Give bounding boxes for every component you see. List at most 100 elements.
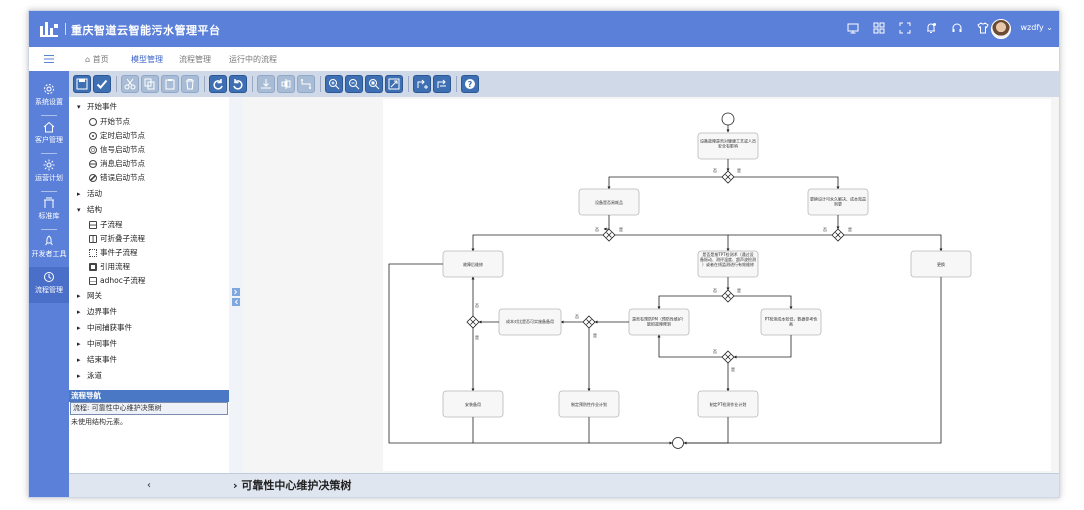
task-pt-low-cost[interactable]: PT检测成本较低，数据参考性高 [760, 308, 822, 336]
nav-item-customer-management[interactable]: 客户管理 [29, 117, 69, 153]
delete-button[interactable] [181, 75, 199, 93]
zoom-out-button[interactable] [345, 75, 363, 93]
nav-item-system-settings[interactable]: 系统设置 [29, 79, 69, 115]
tab-model-management[interactable]: 模型管理 [131, 54, 163, 73]
flow-add-icon [417, 79, 428, 89]
save-button[interactable] [73, 75, 91, 93]
tree-group-boundary-events[interactable]: ▸边界事件 [77, 306, 117, 317]
tree-group-swimlanes[interactable]: ▸泳道 [77, 370, 102, 381]
paste-button[interactable] [161, 75, 179, 93]
align-center-button[interactable] [277, 75, 295, 93]
menu-toggle-button[interactable] [29, 47, 69, 72]
validate-button[interactable] [93, 75, 111, 93]
panel-splitter[interactable] [229, 97, 244, 473]
edge-label-yes: 是 [737, 167, 741, 173]
nav-label: 标准库 [38, 212, 60, 220]
gateway-exclusive[interactable] [721, 170, 735, 184]
task-cost-standby[interactable]: 成本对比是否可实施备备用 [498, 308, 562, 336]
save-icon [76, 78, 88, 90]
tree-item-call-activity[interactable]: 引用流程 [89, 261, 130, 272]
redo-button[interactable] [209, 75, 227, 93]
message-event-icon [89, 159, 97, 168]
palette-tree: ▾开始事件 开始节点 定时启动节点 信号启动节点 消息启动节点 错误启动节点 ▸… [69, 97, 230, 390]
process-navigator-current[interactable]: 流程: 可靠性中心维护决策树 [70, 402, 228, 415]
nav-item-developer-tools[interactable]: 开发者工具 [29, 231, 69, 267]
tab-label: 运行中的流程 [229, 55, 277, 64]
edge-label-no: 否 [595, 227, 599, 232]
tree-group-label: 结束事件 [87, 355, 117, 364]
tab-running-processes[interactable]: 运行中的流程 [229, 54, 277, 65]
task-install-standby[interactable]: 安装备用 [442, 390, 504, 418]
gateway-exclusive[interactable] [582, 315, 596, 329]
nav-item-operation-plan[interactable]: 运营计划 [29, 155, 69, 191]
task-safety-impact[interactable]: 设备故障是否对健康工艺或人员安全有影响 [697, 132, 759, 160]
expand-collapse-icon[interactable] [231, 287, 241, 307]
task-replace[interactable]: 更换 [910, 250, 972, 278]
tree-item-timer-start[interactable]: 定时启动节点 [89, 130, 145, 141]
task-consumable[interactable]: 设备是否易耗品 [578, 188, 640, 216]
collapse-palette-button[interactable]: ‹ [69, 473, 229, 497]
tree-item-signal-start[interactable]: 信号启动节点 [89, 144, 145, 155]
start-event[interactable] [721, 112, 735, 126]
tree-item-event-subprocess[interactable]: 事件子流程 [89, 247, 138, 258]
bpmn-diagram[interactable]: 设备故障是否对健康工艺或人员安全有影响 否 是 设备是否易耗品 更换设计可永久解… [383, 99, 1051, 471]
cut-button[interactable] [121, 75, 139, 93]
grid-icon[interactable] [873, 22, 885, 34]
tree-group-start-events[interactable]: ▾开始事件 [77, 101, 117, 112]
tree-item-start-node[interactable]: 开始节点 [89, 116, 130, 127]
flow-swap-button[interactable] [433, 75, 451, 93]
tree-item-adhoc-subprocess[interactable]: adhoc子流程 [89, 275, 145, 286]
task-label: 安装备用 [465, 401, 481, 407]
task-label: 更换设计可永久解决、成本效益则更 [810, 196, 866, 207]
zoom-in-button[interactable] [325, 75, 343, 93]
task-repair-after-failure[interactable]: 故障后维修 [442, 250, 504, 278]
tab-process-management[interactable]: 流程管理 [179, 54, 211, 65]
tree-group-activities[interactable]: ▸活动 [77, 188, 102, 199]
chevron-down-icon: ⌄ [1046, 23, 1053, 32]
zoom-actual-button[interactable] [385, 75, 403, 93]
tree-item-collapsible-subprocess[interactable]: 可折叠子流程 [89, 233, 145, 244]
task-preventive-maintenance[interactable]: 是否有预防PM（预防性维护）能把故障降到 [628, 308, 690, 336]
tree-item-subprocess[interactable]: 子流程 [89, 219, 123, 230]
gateway-exclusive[interactable] [721, 350, 735, 364]
zoom-out-icon [349, 79, 360, 90]
task-condition-monitoring[interactable]: 是否是按TPT检测术（通过设备振动、测评温度、超声波检测）或者在线监测进行有效维… [697, 250, 759, 278]
caret-right-icon: ▸ [77, 371, 81, 380]
avatar[interactable] [991, 19, 1011, 39]
zoom-fit-button[interactable] [365, 75, 383, 93]
tree-item-label: adhoc子流程 [100, 276, 146, 285]
tab-home[interactable]: ⌂ 首页 [85, 54, 109, 65]
diagram-canvas[interactable]: 设备故障是否对健康工艺或人员安全有影响 否 是 设备是否易耗品 更换设计可永久解… [243, 97, 1059, 473]
end-event[interactable] [672, 437, 684, 449]
tab-label: 首页 [92, 55, 109, 64]
monitor-icon[interactable] [847, 22, 859, 34]
tree-item-message-start[interactable]: 消息启动节点 [89, 158, 145, 169]
gateway-exclusive[interactable] [721, 289, 735, 303]
fullscreen-icon[interactable] [899, 22, 911, 34]
tree-item-error-start[interactable]: 错误启动节点 [89, 172, 145, 183]
undo-button[interactable] [229, 75, 247, 93]
bell-icon[interactable] [925, 22, 937, 34]
gateway-exclusive[interactable] [602, 228, 616, 242]
gateway-exclusive[interactable] [466, 315, 480, 329]
nav-item-standard-library[interactable]: 标准库 [29, 193, 69, 229]
align-bottom-button[interactable] [257, 75, 275, 93]
help-button[interactable]: ? [461, 75, 479, 93]
gateway-exclusive[interactable] [831, 228, 845, 242]
route-button[interactable] [297, 75, 315, 93]
tree-group-structure[interactable]: ▾结构 [77, 204, 102, 215]
task-preventive-plan[interactable]: 制定预防性作业计划 [558, 390, 620, 418]
tree-group-end-events[interactable]: ▸结束事件 [77, 354, 117, 365]
copy-button[interactable] [141, 75, 159, 93]
task-redesign[interactable]: 更换设计可永久解决、成本效益则更 [807, 188, 869, 216]
nav-item-process-management[interactable]: 流程管理 [29, 267, 69, 303]
tree-group-catch-events[interactable]: ▸中间捕获事件 [77, 322, 132, 333]
user-menu[interactable]: wzdfy ⌄ [1021, 23, 1053, 32]
headset-icon[interactable] [951, 22, 963, 34]
caret-right-icon: ▸ [77, 307, 81, 316]
tree-group-intermediate-events[interactable]: ▸中间事件 [77, 338, 117, 349]
shirt-icon[interactable] [977, 22, 989, 34]
task-pt-plan[interactable]: 制定PT检测作业计划 [697, 390, 759, 418]
flow-add-button[interactable] [413, 75, 431, 93]
tree-group-gateways[interactable]: ▸网关 [77, 290, 102, 301]
